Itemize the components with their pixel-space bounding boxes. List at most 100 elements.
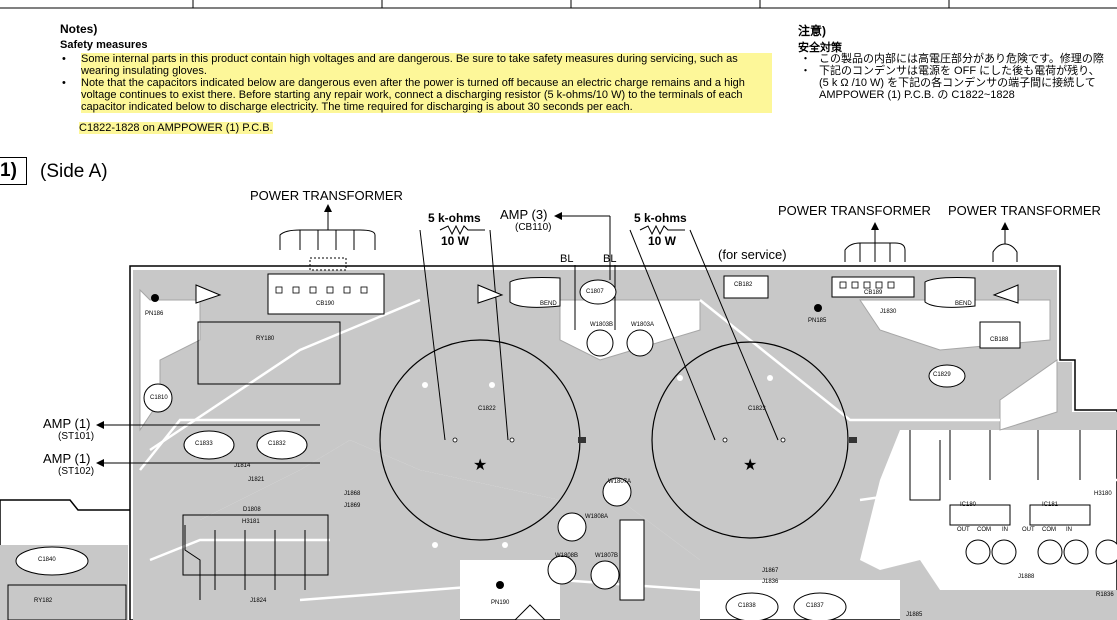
amp1-label: AMP (1) [43, 416, 91, 431]
component-label: C1807 [586, 289, 604, 295]
component-label: IC180 [960, 502, 977, 508]
component-label: BEND [955, 301, 972, 307]
relay-ry182 [7, 584, 127, 620]
pin-label: OUT [1022, 527, 1035, 533]
jp-line: AMPPOWER (1) P.C.B. の C1822~1828 [798, 89, 1104, 101]
component-label: PN190 [491, 600, 510, 606]
amp1-label: AMP (1) [43, 451, 91, 466]
component-label: C1840 [38, 557, 56, 563]
connector-cb182 [723, 275, 769, 299]
bullet-marker: ・ [800, 53, 811, 65]
component-label: H3181 [242, 519, 260, 525]
component-label: CB190 [316, 301, 335, 307]
component-label: C1822 [478, 406, 496, 412]
component-label: IC181 [1042, 502, 1059, 508]
component-label: RY180 [256, 336, 275, 342]
cb110-label: (CB110) [515, 222, 552, 233]
component-label: PN186 [145, 311, 164, 317]
safety-bullet-2: • Note that the capacitors indicated bel… [60, 77, 772, 113]
bullet-marker: • [62, 77, 66, 89]
amp3-label: AMP (3) [500, 207, 548, 222]
star-mark: ★ [743, 455, 757, 474]
component-label: J1836 [762, 579, 779, 585]
resistor-label: 5 k-ohms [428, 211, 481, 225]
capacitor-c1823 [651, 341, 849, 539]
connector-cb190 [267, 273, 385, 315]
component-label: J1885 [906, 612, 923, 618]
component-label: C1810 [150, 395, 168, 401]
transformer-connector-left [279, 212, 376, 271]
component-label: J1867 [762, 568, 779, 574]
component-label: J1868 [344, 491, 361, 497]
pin-label: IN [1002, 527, 1008, 533]
pin-label: COM [977, 527, 991, 533]
notes-title: Notes) [60, 22, 98, 36]
watts-label: 10 W [441, 234, 470, 248]
component-label: C1833 [195, 441, 213, 447]
amp3-arrow [560, 215, 616, 330]
component-label: CB188 [990, 337, 1009, 343]
component-label: D1808 [243, 507, 261, 513]
section-label: (Side A) [40, 161, 108, 182]
module-m1869 [619, 519, 645, 601]
component-label: J1814 [234, 463, 251, 469]
jp-line: ・下記のコンデンサは電源を OFF にした後も電荷が残り、 [798, 65, 1104, 77]
component-label: W1808B [555, 553, 579, 559]
power-transformer-label: POWER TRANSFORMER [250, 188, 403, 203]
trace-gaps [139, 288, 1058, 432]
pin-label: OUT [957, 527, 970, 533]
component-label: H3180 [1094, 491, 1112, 497]
component-label: W1808A [585, 514, 609, 520]
bl-label: BL [560, 253, 574, 265]
connector-cb188 [979, 321, 1021, 349]
jp-line-text: (5 k Ω /10 W) を下記の各コンデンサの端子間に接続して [819, 77, 1096, 89]
transformer-connector-right [992, 228, 1018, 262]
pin-label: IN [1066, 527, 1072, 533]
jp-line: ・この製品の内部には高電圧部分があり危険です。修理の際 [798, 53, 1104, 65]
safety-lines-jp: ・この製品の内部には高電圧部分があり危険です。修理の際 ・下記のコンデンサは電源… [798, 53, 1104, 101]
jp-line-text: AMPPOWER (1) P.C.B. の C1822~1828 [819, 89, 1015, 101]
component-label: CB182 [734, 282, 753, 288]
bullet-text: Note that the capacitors indicated below… [81, 77, 772, 113]
pin-label: COM [1042, 527, 1056, 533]
component-label: CB189 [864, 290, 883, 296]
ic180-block [949, 504, 1011, 526]
heatsink-fins [184, 430, 1081, 600]
section-number: 1) [0, 157, 27, 185]
component-label: W1807A [608, 479, 632, 485]
component-label: W1803A [631, 322, 655, 328]
component-label: C1823 [748, 406, 766, 412]
notes-title-jp: 注意) [798, 24, 826, 38]
component-label: R1836 [1096, 592, 1114, 598]
star-mark: ★ [473, 455, 487, 474]
watts-label: 10 W [648, 234, 677, 248]
ic181-block [1029, 504, 1091, 526]
jp-line-text: 下記のコンデンサは電源を OFF にした後も電荷が残り、 [819, 65, 1100, 77]
bl-label: BL [603, 253, 617, 265]
power-transformer-label: POWER TRANSFORMER [778, 203, 931, 218]
component-label: W1803B [590, 322, 614, 328]
component-label: BEND [540, 301, 557, 307]
component-label: C1837 [806, 603, 824, 609]
component-label: J1869 [344, 503, 361, 509]
st101-label: (ST101) [58, 431, 95, 442]
bullet-text: Some internal parts in this product cont… [81, 53, 772, 77]
component-label: J1830 [880, 309, 897, 315]
component-label: J1824 [250, 598, 267, 604]
capacitor-board-note: C1822-1828 on AMPPOWER (1) P.C.B. [79, 122, 273, 134]
component-label: C1832 [268, 441, 286, 447]
transformer-connector-mid [844, 228, 906, 262]
component-label: C1829 [933, 372, 951, 378]
component-label: PN185 [808, 318, 827, 324]
safety-heading: Safety measures [60, 39, 148, 51]
discharge-resistor-leads [419, 224, 779, 441]
st102-label: (ST102) [58, 466, 95, 477]
safety-bullet-1: • Some internal parts in this product co… [60, 53, 772, 77]
component-label: J1888 [1018, 574, 1035, 580]
safety-bullets: • Some internal parts in this product co… [60, 53, 772, 113]
bullet-marker: • [62, 53, 66, 65]
bullet-marker: ・ [800, 65, 811, 77]
component-label: W1807B [595, 553, 619, 559]
jp-line-text: この製品の内部には高電圧部分があり危険です。修理の際 [819, 53, 1104, 65]
